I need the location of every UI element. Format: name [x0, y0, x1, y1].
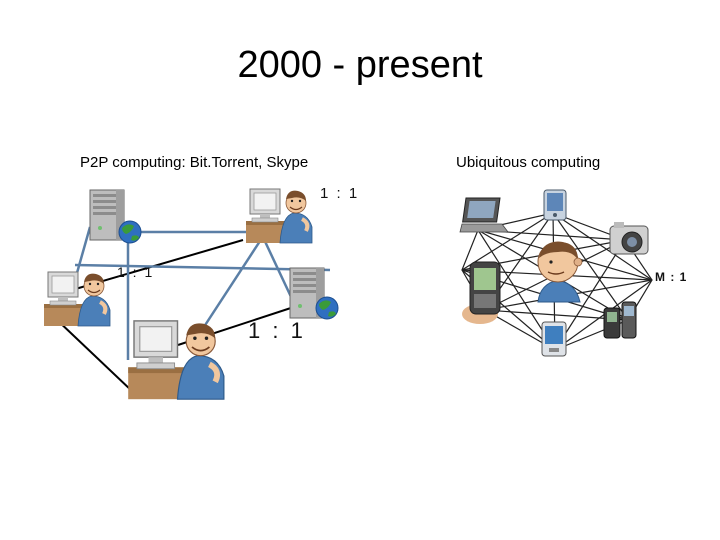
phone-icon [603, 301, 637, 339]
ratio-label-left: 1 : 1 [117, 264, 155, 280]
person-at-computer-icon [244, 187, 314, 245]
globe-icon [315, 296, 339, 320]
slide-title: 2000 - present [237, 44, 483, 86]
globe-icon [118, 220, 142, 244]
pda-icon [543, 189, 567, 221]
person-head-icon [537, 241, 583, 303]
ratio-label-ubiquitous: M : 1 [655, 270, 688, 284]
link-topright-bottom [196, 237, 264, 337]
laptop-icon [459, 197, 509, 233]
camera-icon [609, 222, 649, 255]
person-at-computer-icon [128, 321, 224, 399]
ratio-label-center: 1 : 1 [248, 318, 306, 343]
link-left-bottom [54, 317, 134, 393]
p2p-links [54, 226, 331, 393]
link-server-left [73, 226, 92, 281]
ubiquitous-devices [459, 189, 649, 357]
ratio-label-top: 1 : 1 [320, 185, 360, 202]
pda-icon [541, 321, 567, 357]
phone-icon [462, 261, 501, 324]
ubiquitous-caption: Ubiquitous computing [456, 154, 601, 171]
p2p-nodes [42, 187, 339, 399]
p2p-caption: P2P computing: Bit.Torrent, Skype [80, 154, 309, 171]
person-at-computer-icon [42, 270, 112, 328]
link-left-server2 [74, 263, 331, 272]
